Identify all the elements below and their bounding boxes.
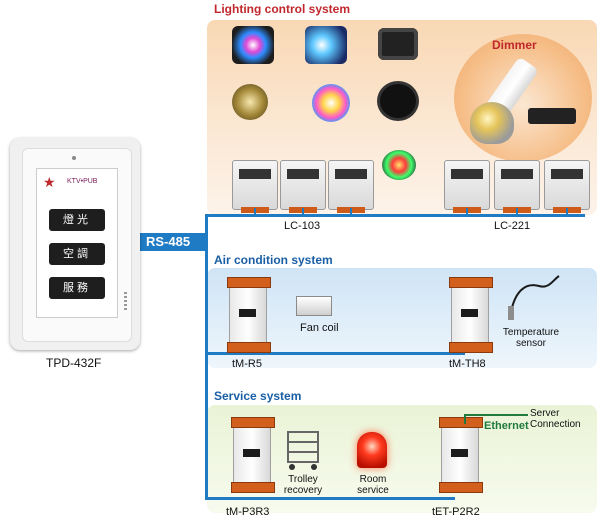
ethernet-line-vertical [464, 414, 466, 424]
dimmer-label: Dimmer [492, 38, 537, 52]
moving-head-light-icon [305, 26, 347, 64]
terminal-block [227, 342, 271, 353]
dimmer-circle [454, 34, 592, 162]
lc-103-module [328, 160, 374, 213]
speaker-grille [124, 292, 127, 310]
lc-221-module [544, 160, 590, 213]
server-label-line1: Server [530, 408, 560, 419]
module-tag [451, 449, 468, 457]
disco-light-icon [232, 26, 274, 64]
rs485-label: RS-485 [146, 234, 191, 249]
server-label-line2: Connection [530, 419, 581, 430]
warning-beacon-icon [357, 432, 387, 468]
bus-drop-lc221 [516, 208, 518, 216]
service-bus-line [205, 497, 455, 500]
bus-drop-lc221 [466, 208, 468, 216]
fan-coil-icon [296, 296, 332, 316]
terminal-block [231, 417, 275, 428]
lc-103-module [232, 160, 278, 213]
tm-p3r3-label: tM-P3R3 [226, 506, 270, 518]
par-light-icon [380, 84, 416, 118]
panel-name: TPD-432F [46, 356, 102, 370]
rs485-trunk-line [205, 215, 208, 499]
tet-p2r2-label: tET-P2R2 [432, 506, 480, 518]
terminal-block [227, 277, 271, 288]
terminal-block [439, 482, 483, 493]
room-label-line2: service [357, 485, 389, 496]
mirror-ball-icon [312, 84, 350, 122]
bus-drop-lc103 [302, 208, 304, 216]
lc-103-module [280, 160, 326, 213]
bus-drop-lc103 [350, 208, 352, 216]
service-title: Service system [214, 389, 302, 403]
tm-r5-module [227, 277, 271, 353]
temperature-label-line1: Temperature [502, 327, 560, 338]
lighting-bus-line [205, 214, 585, 217]
trolley-label: Trolley recovery [278, 474, 328, 496]
led-bulb-icon [470, 102, 514, 144]
logo-text: KTV•PUB [67, 178, 98, 185]
temperature-label-line2: sensor [515, 338, 546, 349]
lc-103-label: LC-103 [284, 220, 321, 232]
module-tag [461, 309, 478, 317]
tm-r5-label: tM-R5 [232, 358, 262, 370]
trolley-icon [287, 431, 319, 470]
spotlight-icon [232, 84, 268, 120]
terminal-block [449, 342, 493, 353]
led-floodlight-icon [378, 28, 418, 60]
service-button[interactable]: 服務 [49, 277, 105, 299]
bus-drop-lc103 [254, 208, 256, 216]
lighting-button[interactable]: 燈光 [49, 209, 105, 231]
ethernet-line-horizontal [464, 414, 528, 416]
rs485-connector [138, 233, 208, 251]
logo-star-icon: ★ [43, 174, 56, 190]
trolley-label-line2: recovery [283, 485, 323, 496]
terminal-block [449, 277, 493, 288]
tm-th8-module [449, 277, 493, 353]
downlight-bar-icon [528, 108, 576, 124]
room-label-line1: Room [359, 474, 387, 485]
tet-p2r2-module [439, 417, 483, 493]
air-condition-title: Air condition system [214, 253, 333, 267]
room-service-label: Room service [348, 474, 398, 496]
air-bus-line [205, 352, 465, 355]
module-tag [239, 309, 256, 317]
color-led-light-icon [382, 150, 416, 180]
terminal-block [231, 482, 275, 493]
lc-221-module [444, 160, 490, 213]
camera-dot-icon [72, 156, 76, 160]
lighting-title: Lighting control system [214, 2, 351, 16]
terminal-block [439, 417, 483, 428]
lc-221-module [494, 160, 540, 213]
air-conditioning-button[interactable]: 空調 [49, 243, 105, 265]
tm-p3r3-module [231, 417, 275, 493]
module-tag [243, 449, 260, 457]
tm-th8-label: tM-TH8 [449, 358, 486, 370]
lc-221-label: LC-221 [494, 220, 531, 232]
temperature-sensor-icon [508, 275, 560, 320]
touch-panel-screen: ★ KTV•PUB 燈光 空調 服務 [36, 168, 118, 318]
trolley-label-line1: Trolley [288, 474, 318, 485]
temperature-sensor-label: Temperature sensor [498, 327, 564, 349]
ethernet-label: Ethernet [484, 420, 529, 432]
server-connection-label: Server Connection [530, 408, 592, 430]
bus-drop-lc221 [566, 208, 568, 216]
fan-coil-label: Fan coil [300, 322, 339, 334]
